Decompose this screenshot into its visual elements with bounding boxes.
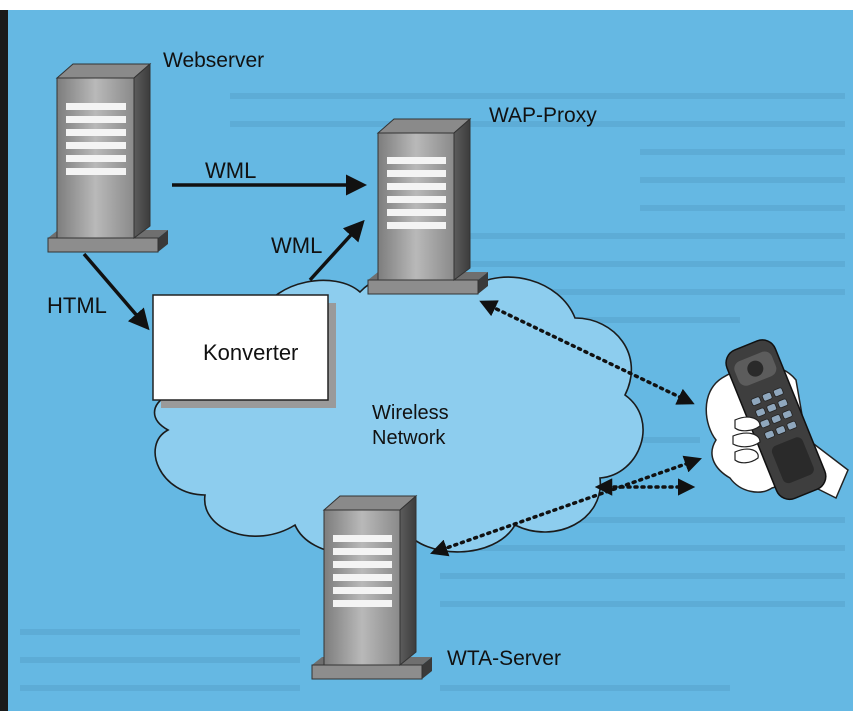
mobile-phone-in-hand-icon [705,339,849,501]
wireless-network-label: Wireless Network [372,401,449,451]
wireless-network-label-line2: Network [372,427,446,449]
wap-proxy-label: WAP-Proxy [489,104,597,127]
webserver-label: Webserver [163,49,265,72]
arrow-html-webserver-to-konverter [82,252,150,331]
wml-arrow-label-top: WML [205,158,257,183]
html-arrow-label: HTML [47,293,107,318]
dotted-arrow-wta-phone [430,455,702,557]
left-border [0,10,8,711]
wireless-network-label-line1: Wireless [372,402,449,424]
wap-proxy-icon [367,117,488,295]
konverter-label: Konverter [203,340,299,365]
konverter-box [152,294,336,408]
arrow-wml-konverter-to-proxy [308,219,365,282]
wta-server-label: WTA-Server [447,647,561,670]
wta-server-icon [311,494,432,680]
dotted-arrow-proxy-phone [479,300,695,405]
wml-arrow-label-diagonal: WML [271,233,323,258]
webserver-icon [47,62,168,253]
